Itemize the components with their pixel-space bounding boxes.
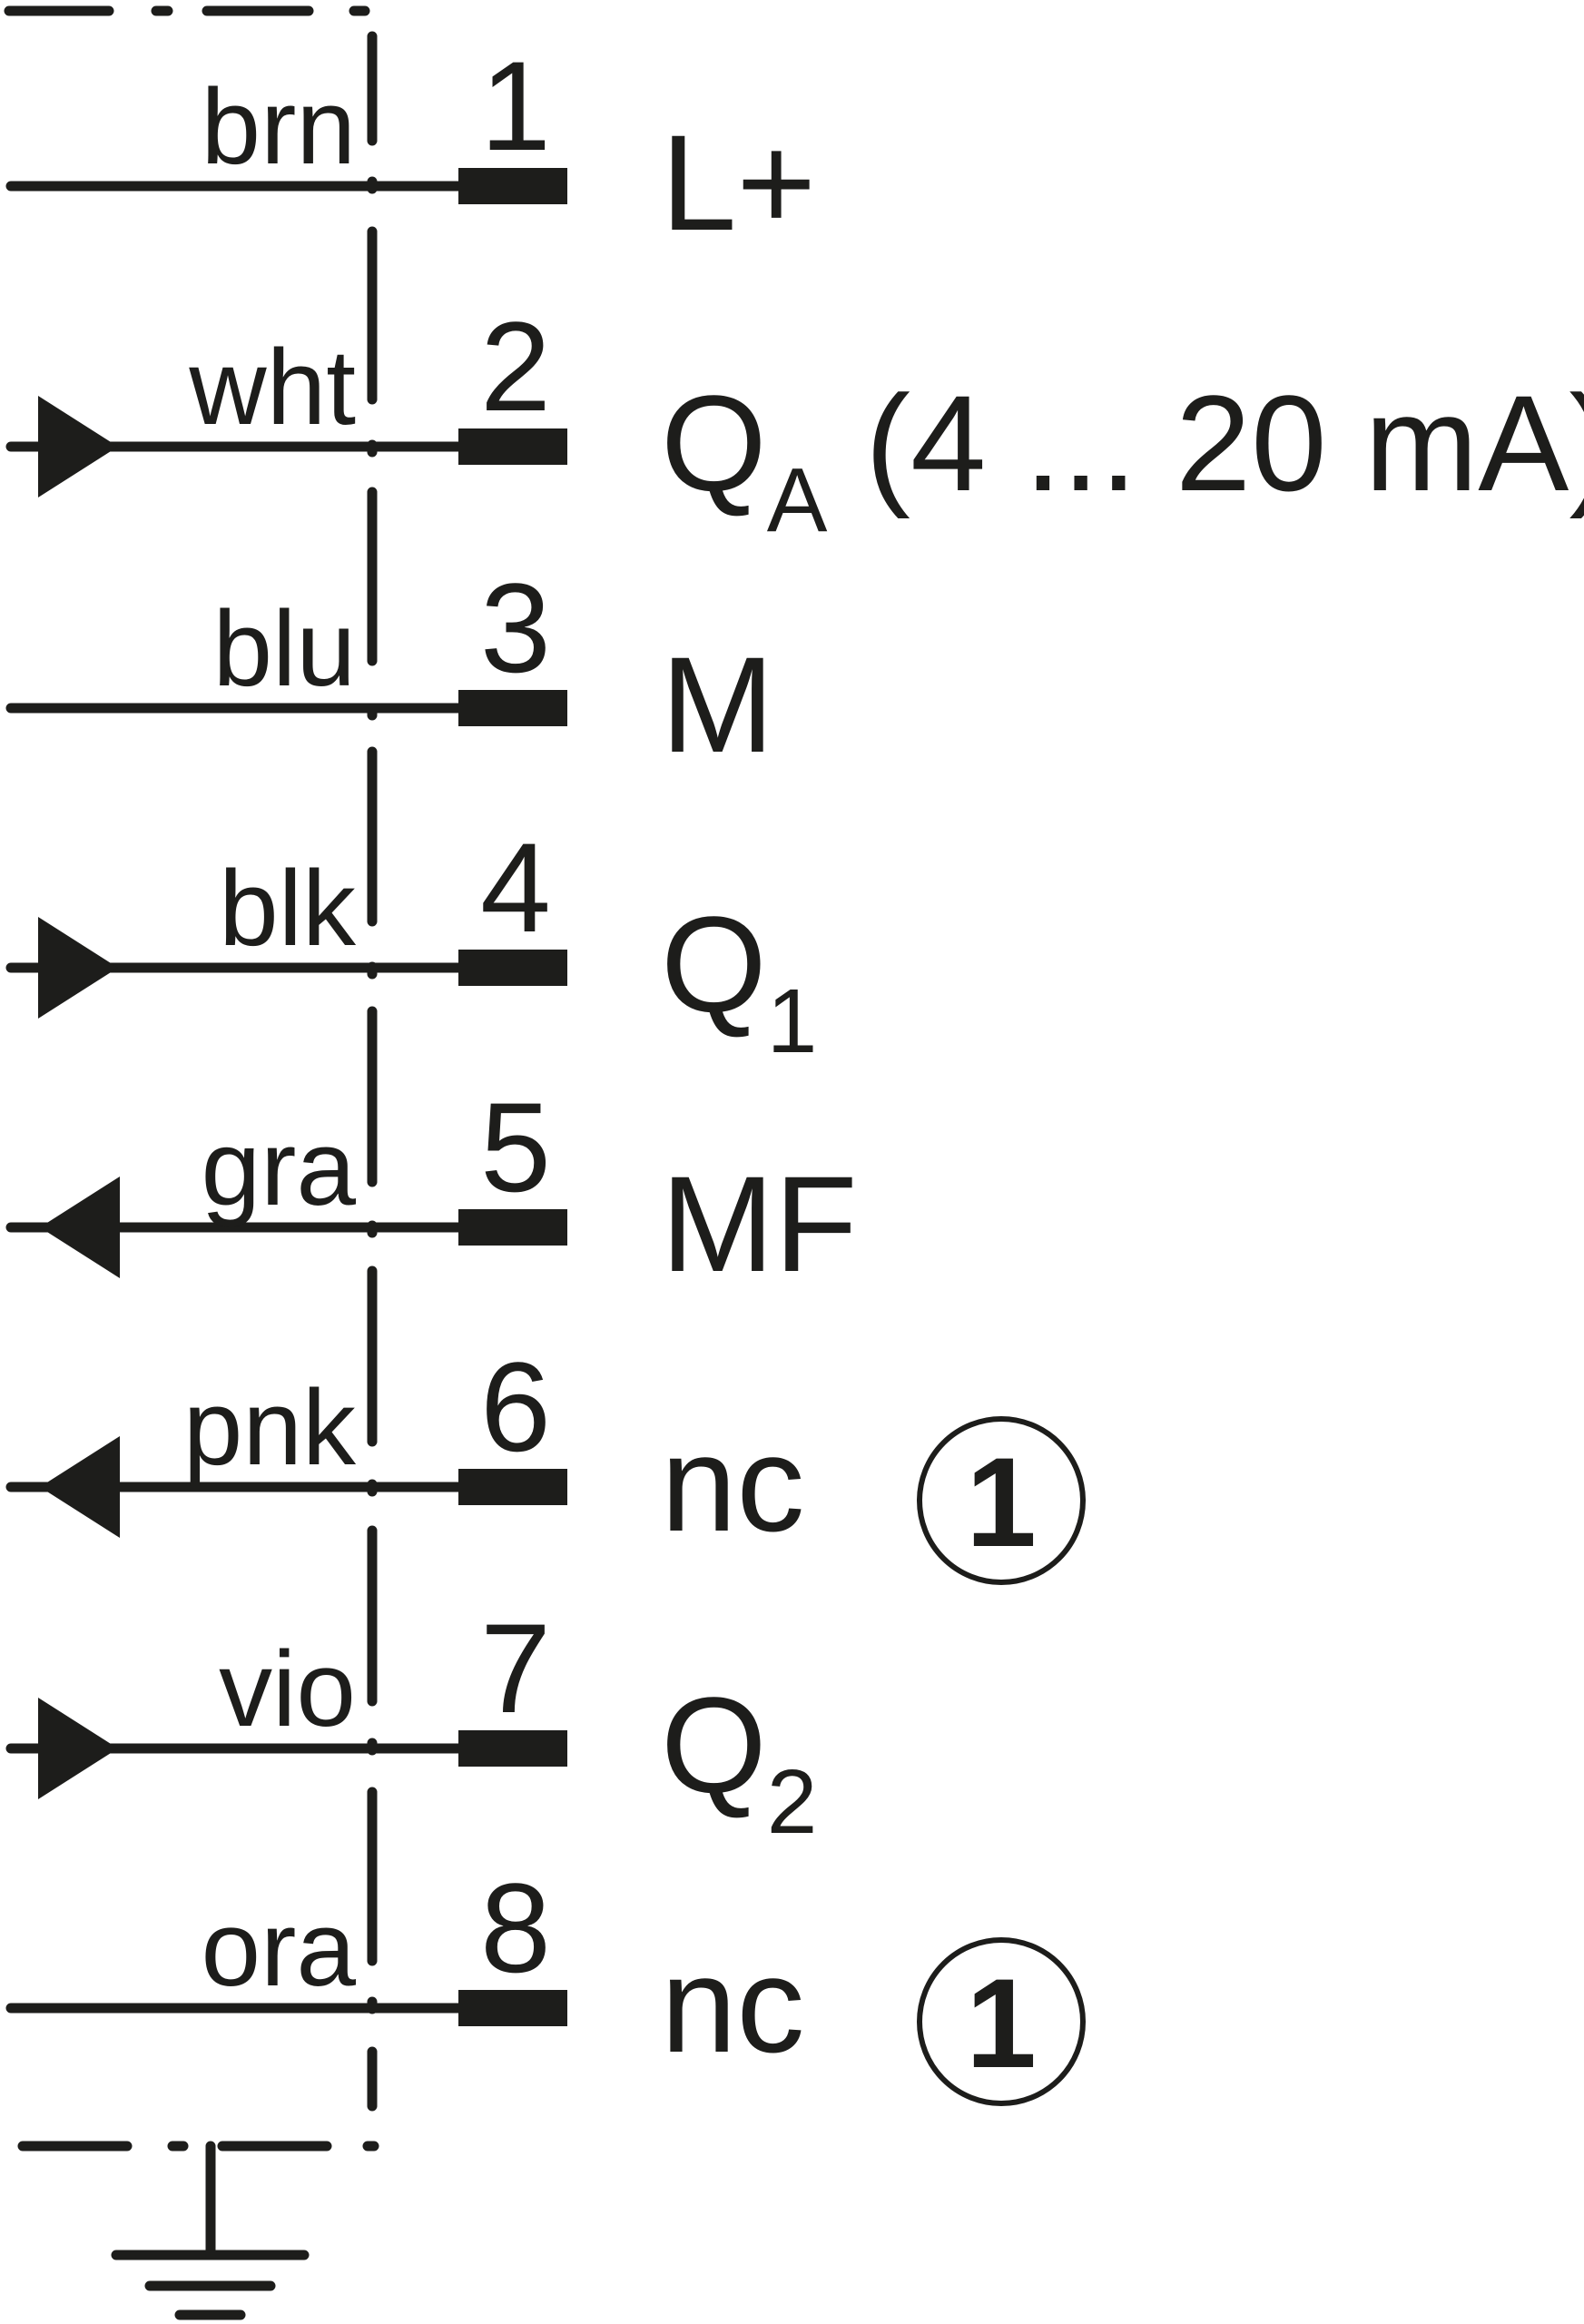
note-marker: 1 bbox=[917, 1416, 1086, 1585]
wire-color-label: pnk bbox=[183, 1368, 357, 1488]
note-number: 1 bbox=[966, 1952, 1037, 2094]
pin-rows: brn 1 L+ wht 2 QA (4 ... 20 mA) blu 3 M bbox=[5, 34, 1584, 2106]
pin-number: 4 bbox=[480, 816, 551, 959]
signal-name: Q bbox=[661, 367, 767, 519]
wire-color-label: wht bbox=[188, 328, 356, 448]
signal-label: nc bbox=[661, 1407, 804, 1560]
wire-color-label: brn bbox=[201, 67, 356, 187]
note-marker: 1 bbox=[917, 1937, 1086, 2106]
signal-label: Q2 bbox=[661, 1669, 817, 1853]
signal-name: MF bbox=[661, 1147, 858, 1300]
wire-color-label: gra bbox=[201, 1108, 356, 1228]
pin-row: brn 1 L+ bbox=[5, 34, 816, 259]
pin-row: gra 5 MF bbox=[5, 1076, 858, 1300]
direction-arrow bbox=[40, 1177, 120, 1278]
terminal-pad bbox=[458, 1469, 567, 1505]
signal-label: nc bbox=[661, 1928, 804, 2081]
signal-name: Q bbox=[661, 1669, 767, 1821]
wire-color-label: ora bbox=[201, 1889, 356, 2009]
signal-label: MF bbox=[661, 1147, 858, 1300]
pin-row: pnk 6 nc 1 bbox=[5, 1335, 1086, 1585]
pin-row: blu 3 M bbox=[5, 556, 774, 781]
pin-row: wht 2 QA (4 ... 20 mA) bbox=[5, 295, 1584, 551]
terminal-pad bbox=[458, 428, 567, 465]
terminal-pad bbox=[458, 1990, 567, 2026]
signal-label: Q1 bbox=[661, 888, 817, 1072]
terminal-pad bbox=[458, 950, 567, 986]
pin-number: 3 bbox=[480, 556, 551, 699]
pin-number: 6 bbox=[480, 1335, 551, 1478]
note-number: 1 bbox=[966, 1431, 1037, 1573]
terminal-pad bbox=[458, 1730, 567, 1767]
wire-color-label: blu bbox=[213, 589, 356, 709]
note-circle bbox=[917, 1416, 1086, 1585]
wire-color-label: blk bbox=[219, 849, 357, 969]
signal-subscript: A bbox=[767, 449, 828, 551]
pin-row: vio 7 Q2 bbox=[5, 1597, 817, 1853]
signal-name: Q bbox=[661, 888, 767, 1040]
signal-name: L+ bbox=[661, 106, 816, 259]
direction-arrow bbox=[40, 1436, 120, 1538]
note-circle bbox=[917, 1937, 1086, 2106]
pin-number: 2 bbox=[480, 295, 551, 438]
pin-number: 8 bbox=[480, 1856, 551, 1999]
terminal-pad bbox=[458, 690, 567, 726]
pin-number: 5 bbox=[480, 1076, 551, 1218]
direction-arrow bbox=[38, 1698, 118, 1799]
direction-arrow bbox=[38, 396, 118, 497]
pin-row: ora 8 nc 1 bbox=[5, 1856, 1086, 2106]
terminal-pad bbox=[458, 168, 567, 204]
pin-number: 1 bbox=[480, 34, 551, 177]
pin-number: 7 bbox=[480, 1597, 551, 1739]
signal-label: M bbox=[661, 628, 774, 781]
ground-symbol bbox=[111, 2141, 310, 2320]
pin-row: blk 4 Q1 bbox=[5, 816, 817, 1072]
signal-suffix: (4 ... 20 mA) bbox=[827, 367, 1584, 519]
signal-name: nc bbox=[661, 1928, 804, 2081]
direction-arrow bbox=[38, 917, 118, 1019]
signal-name: nc bbox=[661, 1407, 804, 1560]
wire-color-label: vio bbox=[219, 1630, 356, 1749]
signal-label: L+ bbox=[661, 106, 816, 259]
signal-label: QA (4 ... 20 mA) bbox=[661, 367, 1584, 551]
signal-subscript: 1 bbox=[767, 970, 818, 1072]
terminal-pad bbox=[458, 1209, 567, 1246]
signal-name: M bbox=[661, 628, 774, 781]
signal-subscript: 2 bbox=[767, 1751, 818, 1853]
